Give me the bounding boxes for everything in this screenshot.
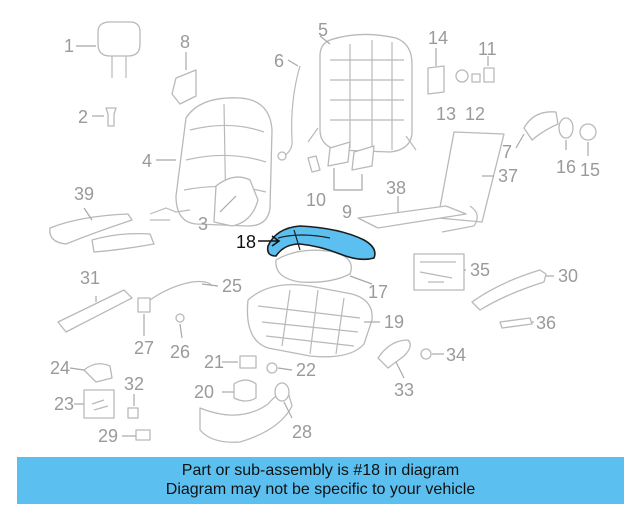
callout-7: 7 (502, 142, 512, 162)
seat-board-part (357, 205, 467, 229)
callout-22: 22 (296, 360, 316, 380)
callout-13: 13 (436, 104, 456, 124)
callout-23: 23 (54, 394, 74, 414)
bracket-part (171, 69, 197, 105)
callout-21: 21 (204, 352, 224, 372)
seat-frame-part (246, 283, 373, 358)
callout-26: 26 (170, 342, 190, 362)
callout-15: 15 (580, 160, 600, 180)
callout-11: 11 (478, 39, 497, 59)
callout-5: 5 (318, 20, 328, 40)
callout-28: 28 (292, 422, 312, 442)
callout-18-arrow (258, 235, 281, 247)
callout-37: 37 (498, 166, 518, 186)
seatback-frame-part (319, 33, 413, 153)
heater-part (49, 213, 133, 245)
callout-9: 9 (342, 202, 352, 222)
callout-20: 20 (194, 382, 214, 402)
callout-38: 38 (386, 178, 406, 198)
callout-24: 24 (50, 358, 70, 378)
callout-36: 36 (536, 313, 556, 333)
callout-25: 25 (222, 276, 242, 296)
callout-31: 31 (80, 268, 100, 288)
callout-29: 29 (98, 426, 118, 446)
seat-cushion-part-18[interactable] (266, 225, 376, 261)
leader-lines (69, 35, 589, 437)
guide-part (105, 107, 117, 127)
callout-27: 27 (134, 338, 154, 358)
callout-32: 32 (124, 374, 144, 394)
trim-piece-part (213, 176, 259, 227)
part-drawings (49, 21, 597, 443)
headrest-part (97, 21, 141, 57)
callout-3: 3 (198, 214, 208, 234)
callout-16: 16 (556, 157, 576, 177)
callout-30: 30 (558, 266, 578, 286)
banner-line-1: Part or sub-assembly is #18 in diagram (181, 462, 460, 479)
callout-2: 2 (78, 107, 88, 127)
info-banner: Part or sub-assembly is #18 in diagram D… (17, 457, 624, 504)
callout-4: 4 (142, 151, 152, 171)
callout-10: 10 (306, 190, 326, 210)
callout-14: 14 (428, 28, 448, 48)
callout-35: 35 (470, 260, 490, 280)
callout-numbers: 1 2 3 4 5 6 7 8 9 10 11 12 13 14 15 16 1… (50, 20, 600, 446)
callout-33: 33 (394, 380, 414, 400)
cable-part (283, 65, 301, 157)
callout-19: 19 (384, 312, 404, 332)
callout-17: 17 (368, 282, 388, 302)
cushion-pad-part (275, 249, 352, 283)
callout-12: 12 (465, 104, 485, 124)
callout-6: 6 (274, 51, 284, 71)
callout-8: 8 (180, 32, 190, 52)
callout-39: 39 (74, 184, 94, 204)
callout-34: 34 (446, 345, 466, 365)
callout-18: 18 (236, 232, 256, 252)
back-panel-part (437, 131, 505, 223)
callout-1: 1 (64, 36, 74, 56)
banner-line-2: Diagram may not be specific to your vehi… (165, 481, 476, 498)
